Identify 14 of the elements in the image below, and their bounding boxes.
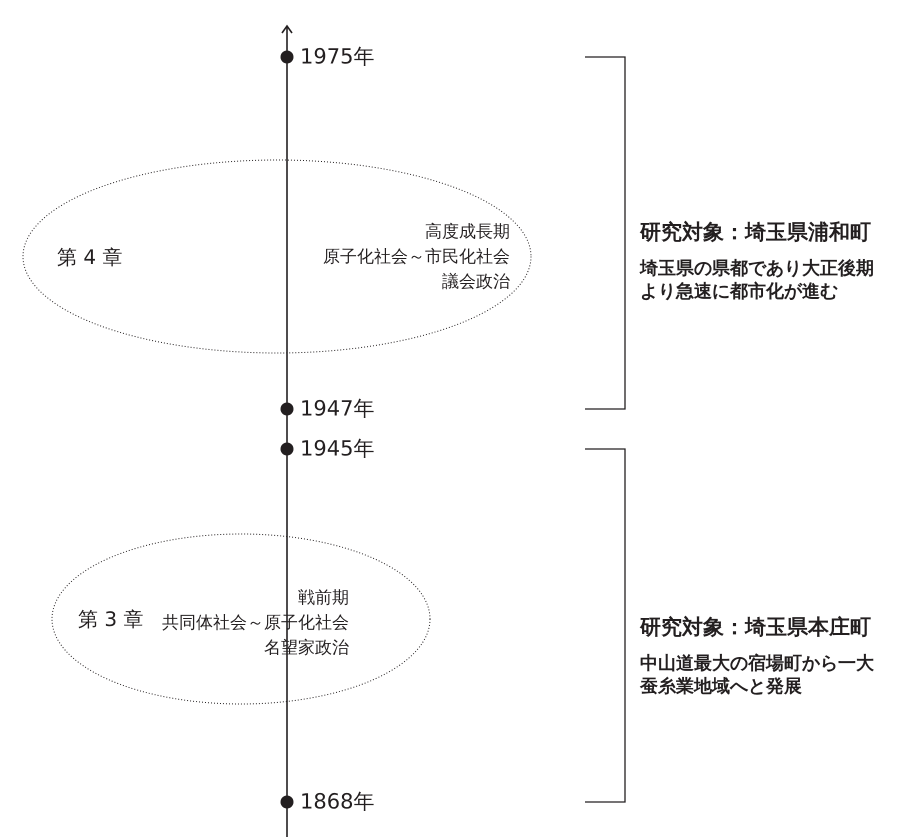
year-label: 1975年 [300, 46, 374, 68]
chapter-label: 第 4 章 [57, 246, 122, 266]
description: 中山道最大の宿場町から一大蚕糸業地域へと発展 [640, 652, 875, 698]
period-text: 戦前期 [298, 587, 349, 610]
period-text: 議会政治 [442, 271, 510, 294]
year-label: 1868年 [300, 792, 374, 812]
heading: 研究対象：埼玉県本庄町 [640, 617, 871, 638]
heading: 研究対象：埼玉県浦和町 [640, 222, 871, 243]
period-text: 原子化社会～市民化社会 [323, 246, 510, 269]
period-text: 高度成長期 [425, 221, 510, 244]
description: 埼玉県の県都であり大正後期より急速に都市化が進む [640, 257, 875, 303]
year-label: 1945年 [300, 438, 374, 460]
year-label: 1947年 [300, 398, 374, 420]
chapter-label: 第 3 章 [78, 609, 144, 629]
